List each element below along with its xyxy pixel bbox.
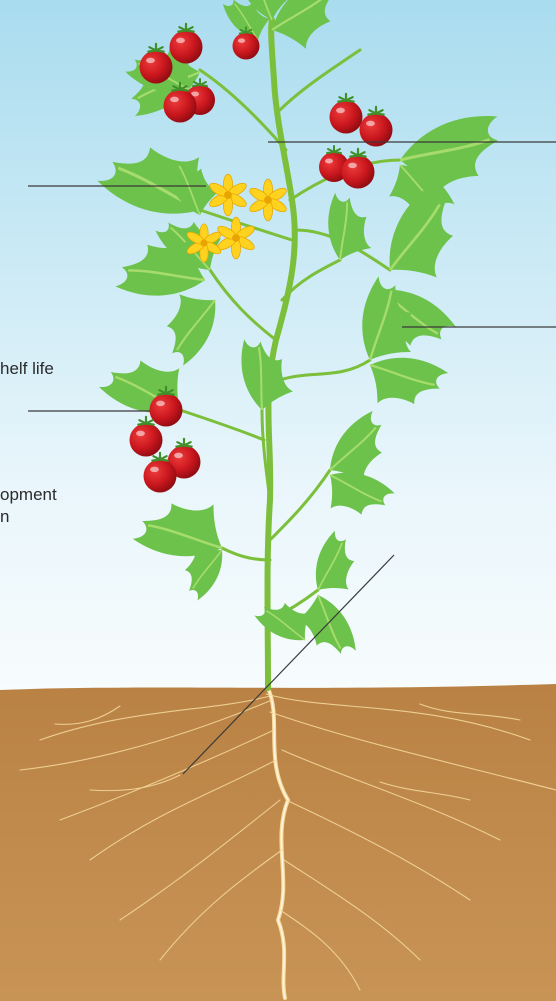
development-label: opment n bbox=[0, 484, 57, 528]
development-label-line2: n bbox=[0, 506, 57, 528]
development-label-line1: opment bbox=[0, 484, 57, 506]
shelf-life-label: helf life bbox=[0, 358, 54, 380]
soil-ground bbox=[0, 684, 556, 1001]
